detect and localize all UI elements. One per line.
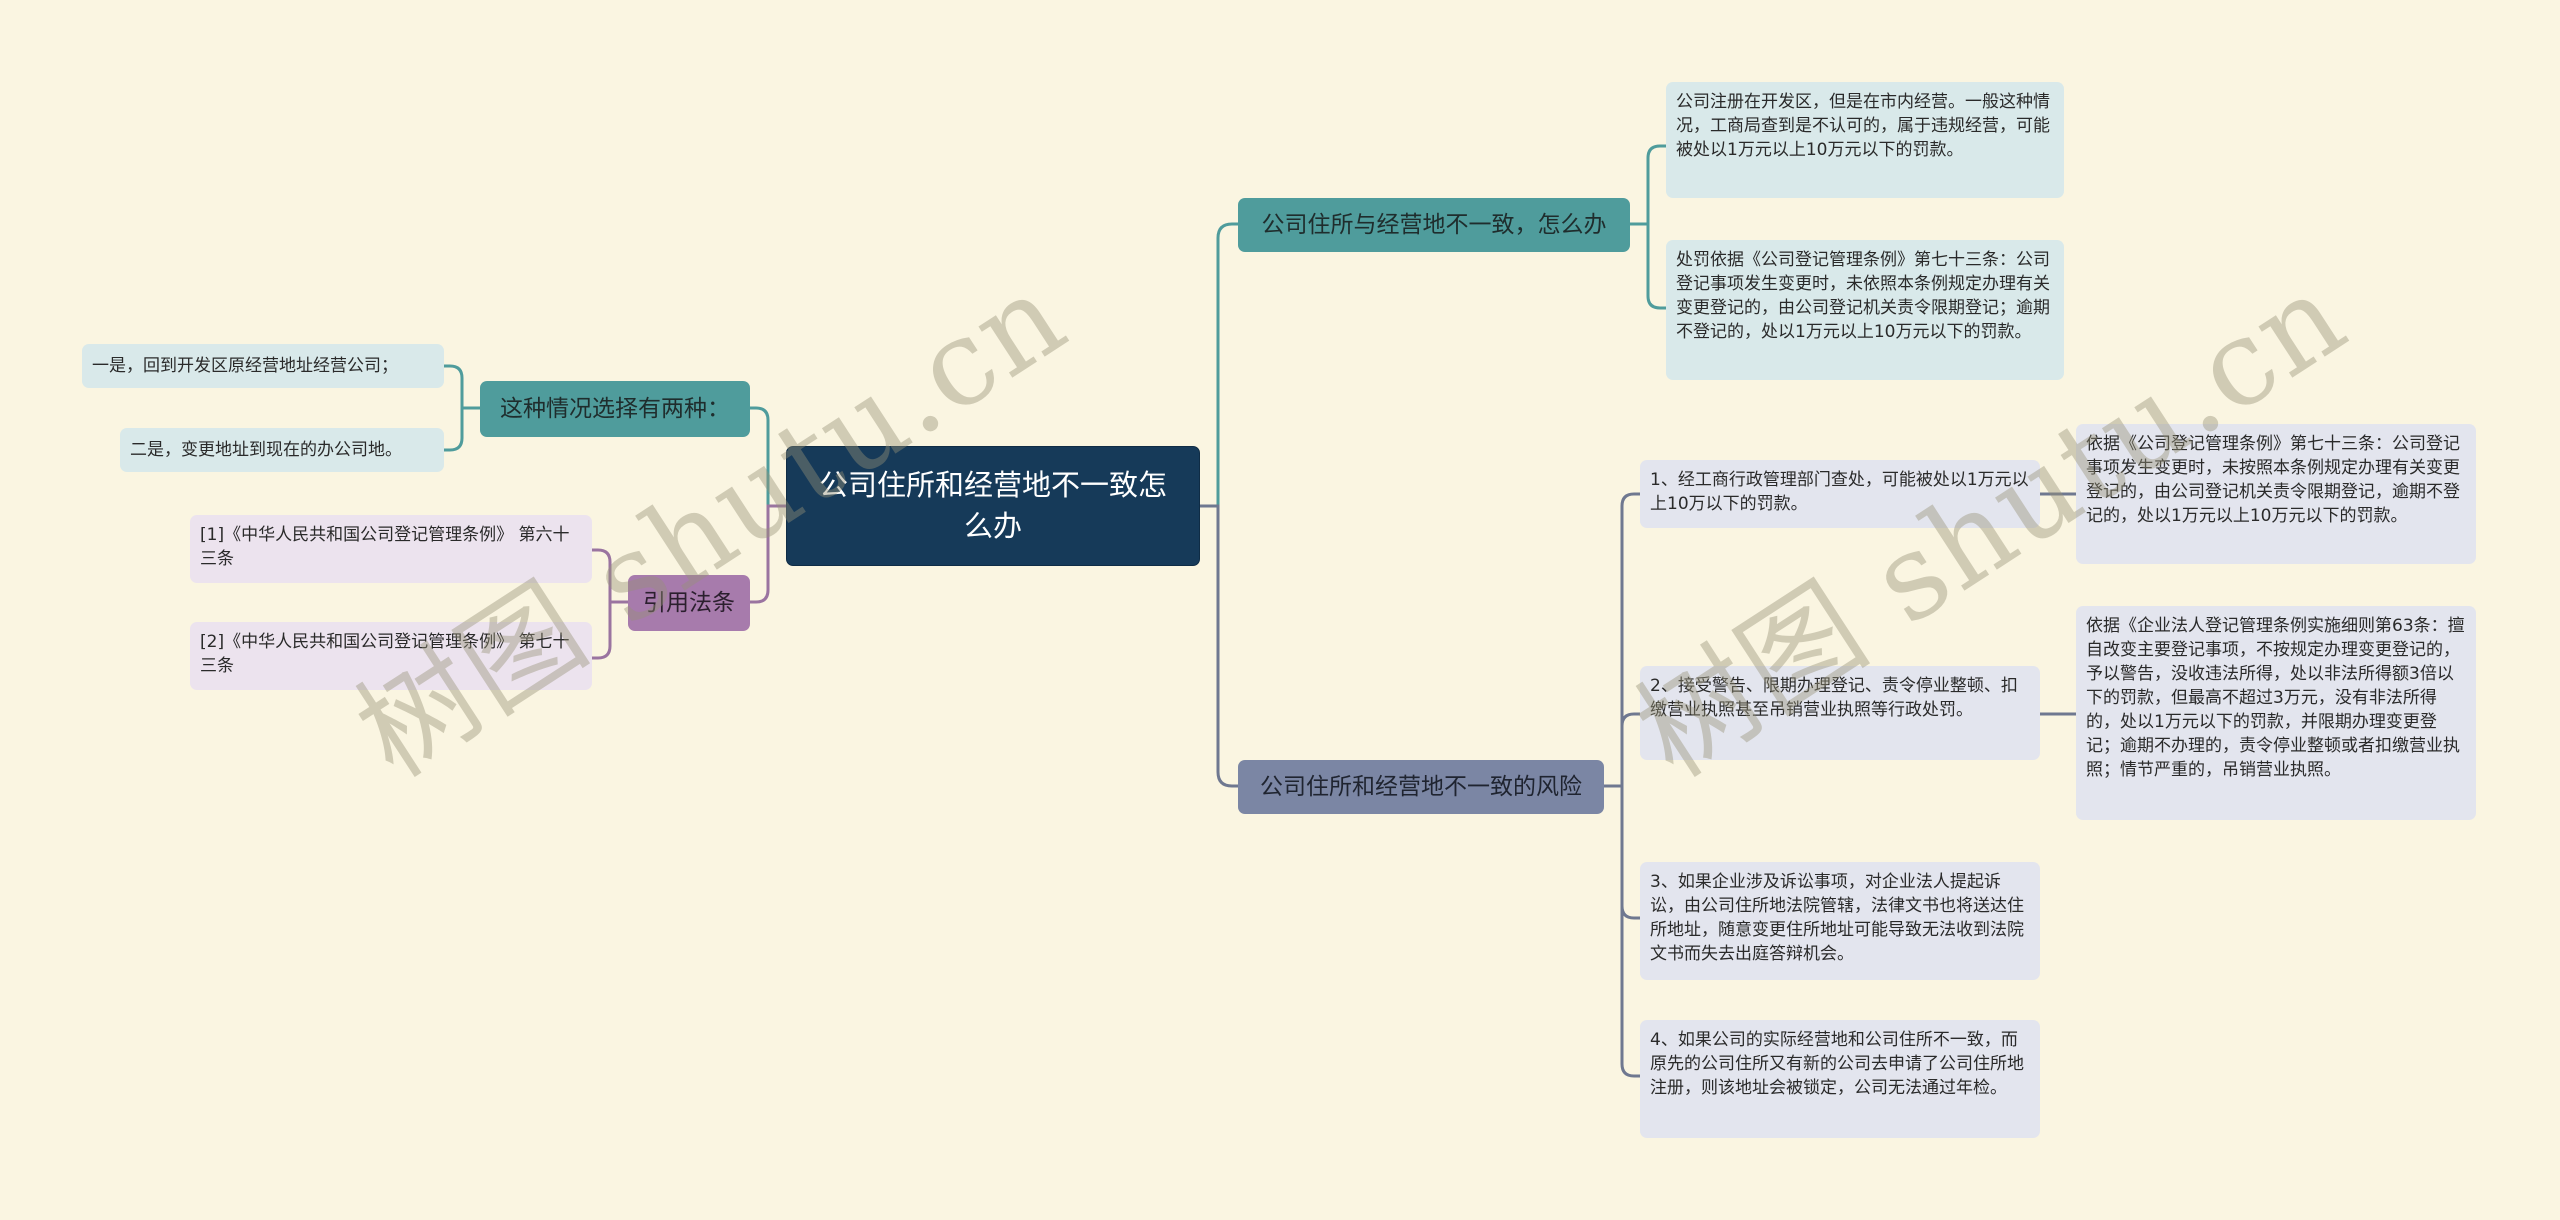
risk-item-2-detail[interactable]: 依据《企业法人登记管理条例实施细则第63条：擅自改变主要登记事项，不按规定办理变… <box>2076 606 2476 820</box>
risk-item-4[interactable]: 4、如果公司的实际经营地和公司住所不一致，而原先的公司住所又有新的公司去申请了公… <box>1640 1020 2040 1138</box>
risk-item-2[interactable]: 2、接受警告、限期办理登记、责令停业整顿、扣缴营业执照甚至吊销营业执照等行政处罚… <box>1640 666 2040 760</box>
leaf-text: 一是，回到开发区原经营地址经营公司； <box>92 356 398 376</box>
leaf-text: 二是，变更地址到现在的办公司地。 <box>130 440 402 460</box>
risk-item-3[interactable]: 3、如果企业涉及诉讼事项，对企业法人提起诉讼，由公司住所地法院管辖，法律文书也将… <box>1640 862 2040 980</box>
option-return-dev-zone[interactable]: 一是，回到开发区原经营地址经营公司； <box>82 344 444 388</box>
leaf-dev-zone-violation[interactable]: 公司注册在开发区，但是在市内经营。一般这种情况，工商局查到是不认可的，属于违规经… <box>1666 82 2064 198</box>
root-topic[interactable]: 公司住所和经营地不一致怎么办 <box>786 446 1200 566</box>
leaf-text: [1]《中华人民共和国公司登记管理条例》 第六十三条 <box>200 525 570 569</box>
leaf-text: 4、如果公司的实际经营地和公司住所不一致，而原先的公司住所又有新的公司去申请了公… <box>1650 1030 2024 1098</box>
branch-two-options[interactable]: 这种情况选择有两种： <box>480 381 750 437</box>
leaf-text: 3、如果企业涉及诉讼事项，对企业法人提起诉讼，由公司住所地法院管辖，法律文书也将… <box>1650 872 2024 964</box>
branch-what-to-do-label: 公司住所与经营地不一致，怎么办 <box>1261 212 1607 238</box>
branch-risks[interactable]: 公司住所和经营地不一致的风险 <box>1238 760 1604 814</box>
risk-item-1-detail[interactable]: 依据《公司登记管理条例》第七十三条：公司登记事项发生变更时，未按照本条例规定办理… <box>2076 424 2476 564</box>
branch-what-to-do[interactable]: 公司住所与经营地不一致，怎么办 <box>1238 198 1630 252</box>
leaf-text: 1、经工商行政管理部门查处，可能被处以1万元以上10万以下的罚款。 <box>1650 470 2029 514</box>
leaf-text: 依据《公司登记管理条例》第七十三条：公司登记事项发生变更时，未按照本条例规定办理… <box>2086 434 2460 526</box>
leaf-text: 2、接受警告、限期办理登记、责令停业整顿、扣缴营业执照甚至吊销营业执照等行政处罚… <box>1650 676 2018 720</box>
leaf-penalty-basis[interactable]: 处罚依据《公司登记管理条例》第七十三条：公司登记事项发生变更时，未依照本条例规定… <box>1666 240 2064 380</box>
branch-risks-label: 公司住所和经营地不一致的风险 <box>1260 774 1582 800</box>
cited-law-1[interactable]: [1]《中华人民共和国公司登记管理条例》 第六十三条 <box>190 515 592 583</box>
branch-cited-laws-label: 引用法条 <box>643 590 735 616</box>
leaf-text: [2]《中华人民共和国公司登记管理条例》 第七十三条 <box>200 632 570 676</box>
risk-item-1[interactable]: 1、经工商行政管理部门查处，可能被处以1万元以上10万以下的罚款。 <box>1640 460 2040 528</box>
leaf-text: 依据《企业法人登记管理条例实施细则第63条：擅自改变主要登记事项，不按规定办理变… <box>2086 616 2465 780</box>
branch-cited-laws[interactable]: 引用法条 <box>628 575 750 631</box>
leaf-text: 处罚依据《公司登记管理条例》第七十三条：公司登记事项发生变更时，未依照本条例规定… <box>1676 250 2050 342</box>
leaf-text: 公司注册在开发区，但是在市内经营。一般这种情况，工商局查到是不认可的，属于违规经… <box>1676 92 2050 160</box>
root-topic-label: 公司住所和经营地不一致怎么办 <box>818 468 1167 543</box>
branch-two-options-label: 这种情况选择有两种： <box>500 396 730 422</box>
cited-law-2[interactable]: [2]《中华人民共和国公司登记管理条例》 第七十三条 <box>190 622 592 690</box>
option-change-address[interactable]: 二是，变更地址到现在的办公司地。 <box>120 428 444 472</box>
